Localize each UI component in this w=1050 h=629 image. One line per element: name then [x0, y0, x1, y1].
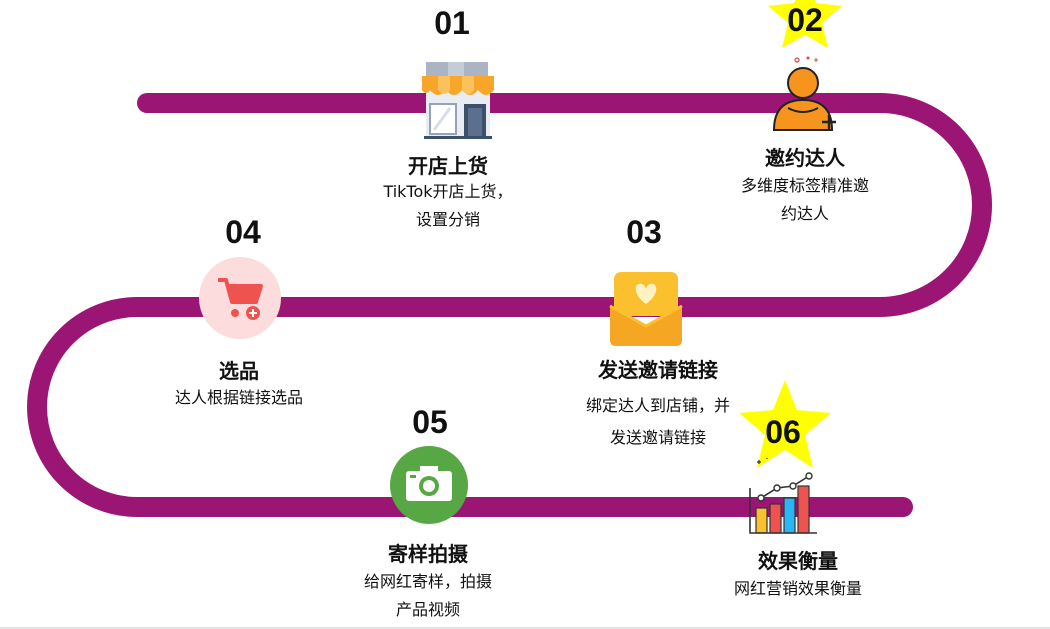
- step-number-06: 06: [765, 414, 801, 450]
- step-desc-05: 给网红寄样，拍摄 产品视频: [338, 568, 518, 624]
- step-desc-03-line2: 发送邀请链接: [609, 428, 706, 447]
- step-number-03: 03: [626, 214, 662, 250]
- star-icon: [768, 0, 842, 48]
- bottom-divider: [0, 627, 1050, 629]
- camera-icon: [390, 446, 468, 524]
- step-desc-02: 多维度标签精准邀 约达人: [715, 172, 895, 228]
- step-desc-01-line1: TikTok开店上货，: [383, 182, 513, 201]
- step-desc-03: 绑定达人到店铺，并 发送邀请链接: [563, 390, 753, 454]
- step-number-01: 01: [434, 5, 470, 41]
- step-desc-05-line1: 给网红寄样，拍摄: [363, 572, 492, 591]
- step-title-03: 发送邀请链接: [598, 358, 718, 382]
- step-title-05: 寄样拍摄: [388, 542, 468, 566]
- storefront-icon: [422, 62, 494, 139]
- star-icon: [739, 380, 831, 468]
- step-desc-05-line2: 产品视频: [395, 600, 460, 619]
- step-title-02: 邀约达人: [765, 146, 845, 170]
- step-number-05: 05: [412, 404, 448, 440]
- step-desc-06: 网红营销效果衡量: [703, 575, 893, 603]
- step-desc-03-line1: 绑定达人到店铺，并: [585, 396, 730, 415]
- step-number-02: 02: [787, 2, 823, 38]
- step-desc-04-line1: 达人根据链接选品: [174, 388, 303, 407]
- shopping-cart-icon: [199, 257, 281, 339]
- step-desc-02-line1: 多维度标签精准邀: [740, 176, 869, 195]
- step-desc-01: TikTok开店上货， 设置分销: [358, 178, 538, 234]
- step-title-04: 选品: [219, 359, 259, 383]
- step-desc-01-line2: 设置分销: [415, 210, 480, 229]
- step-desc-06-line1: 网红营销效果衡量: [733, 579, 862, 598]
- step-number-04: 04: [225, 214, 261, 250]
- step-title-01: 开店上货: [408, 154, 488, 178]
- step-desc-02-line2: 约达人: [780, 204, 829, 223]
- envelope-heart-icon: [609, 272, 683, 346]
- bar-chart-icon: [749, 458, 817, 534]
- add-user-icon: [772, 56, 836, 131]
- step-title-06: 效果衡量: [758, 549, 838, 573]
- step-desc-04: 达人根据链接选品: [144, 384, 334, 412]
